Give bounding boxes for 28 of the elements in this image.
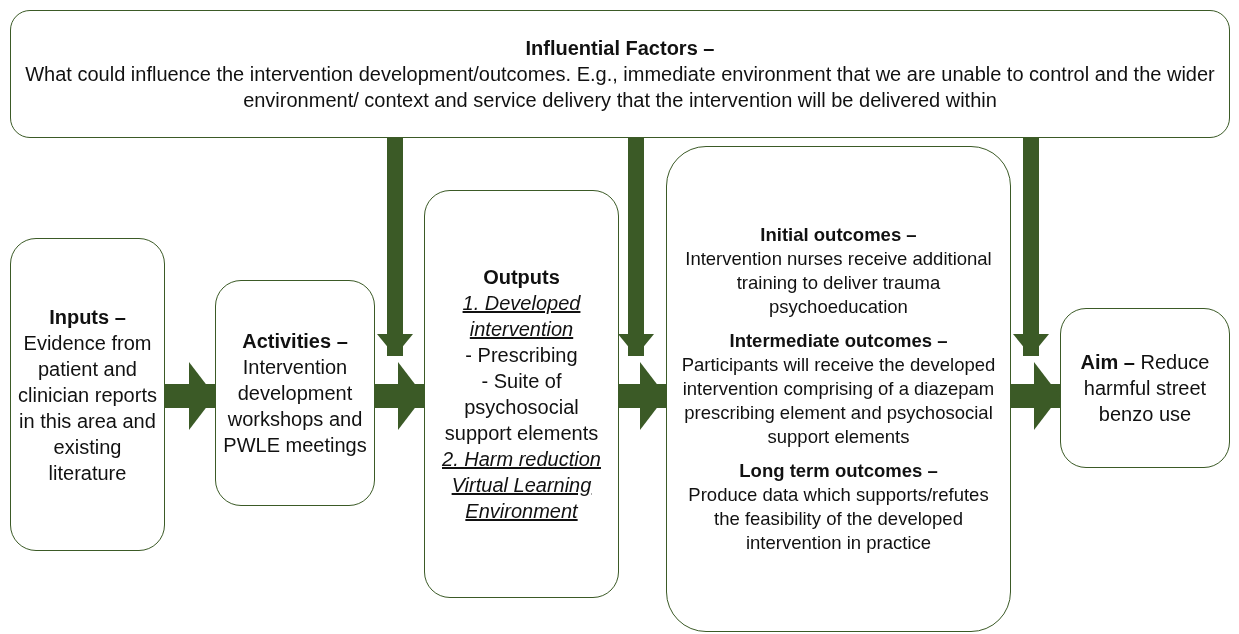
block-arrow xyxy=(1011,362,1060,430)
body-text: Activities – Intervention development workshops and PWLE meetings xyxy=(222,329,368,458)
heading: Outputs xyxy=(483,265,560,290)
stage-box xyxy=(1060,308,1230,468)
block-arrow xyxy=(1013,138,1049,356)
body-text: Intervention nurses receive additional training to deliver trauma psychoeducation xyxy=(684,246,993,319)
body-text: - Prescribing xyxy=(465,343,578,368)
block-arrow xyxy=(618,138,654,356)
body-text: 2. Harm reduction Virtual Learning Environment xyxy=(441,447,602,524)
body-text: 1. Developed intervention xyxy=(461,291,582,342)
block-arrow xyxy=(165,362,215,430)
body-text: Inputs – Evidence from patient and clinician reports in this area and existing literature xyxy=(17,304,158,486)
body-text: Participants will receive the developed intervention comprising of a diazepam prescribing element and psychosocial support elements xyxy=(680,352,997,450)
heading: Initial outcomes – xyxy=(760,222,917,247)
stage-box xyxy=(666,146,1011,632)
body-text: - Suite of psychosocial support elements xyxy=(443,369,600,446)
factors-box xyxy=(10,10,1230,138)
heading: Long term outcomes – xyxy=(739,459,938,484)
heading: Intermediate outcomes – xyxy=(729,328,948,353)
heading: Influential Factors – xyxy=(525,36,715,61)
block-arrow xyxy=(377,138,413,356)
stage-box xyxy=(424,190,619,598)
stage-box xyxy=(10,238,165,551)
body-text: Produce data which supports/refutes the feasibility of the developed intervention in practice xyxy=(687,483,990,556)
stage-box xyxy=(215,280,375,506)
body-text: What could influence the intervention development/outcomes. E.g., immediate environment that we are unable to control and the wider environment/ context and service delivery that the intervention will be delivered within xyxy=(24,62,1216,113)
block-arrow xyxy=(375,362,424,430)
body-text: Aim – Reduce harmful street benzo use xyxy=(1079,350,1211,427)
